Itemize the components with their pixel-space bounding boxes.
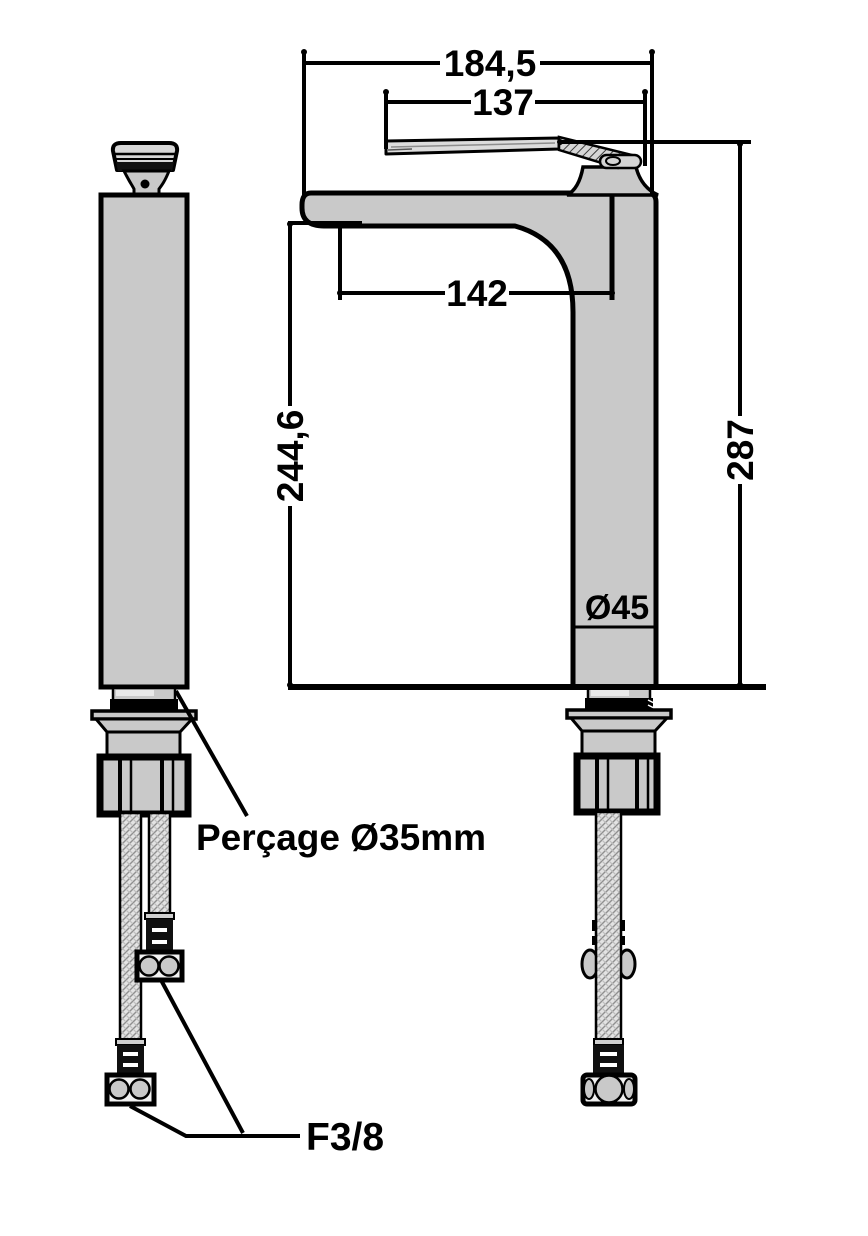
supply-hose-short [147, 811, 172, 920]
lever-tip-detail [387, 148, 413, 151]
dim-label-outlet-height: 244,6 [270, 410, 311, 503]
fitting-leader-line [129, 1104, 300, 1138]
dim-text-bg [471, 84, 535, 120]
side-view [90, 141, 198, 1107]
thread-mark [647, 699, 655, 704]
mounting-nut [96, 753, 192, 818]
dimension-total-height [557, 139, 751, 688]
shank-highlight [116, 690, 154, 696]
dim-text-bg [723, 416, 758, 484]
dim-label-total-height: 287 [720, 419, 761, 481]
dim-text-bg [440, 45, 540, 81]
faucet-body-front [299, 190, 659, 690]
drilling-label: Perçage Ø35mm [196, 817, 486, 858]
annotations: Perçage Ø35mm F3/8 [129, 690, 486, 1159]
lever-highlight [390, 142, 556, 148]
dim-label-total-height-group: 287 [720, 416, 761, 484]
dim-label-outlet-height-group: 244,6 [270, 406, 311, 506]
rear-collar-tab [620, 936, 625, 945]
pivot-pin-detail [605, 156, 621, 166]
hose-fitting-long [104, 1038, 157, 1107]
faucet-body-side [98, 192, 190, 690]
flange-cone [92, 717, 196, 734]
base-neck [105, 730, 182, 759]
handle-cap-base [116, 162, 174, 171]
rear-collar-tab [592, 920, 597, 931]
base-gasket [585, 698, 653, 711]
drilling-leader-line [174, 690, 249, 817]
thread-mark [647, 704, 655, 709]
hose-fitting-short [134, 912, 185, 983]
rear-collar-tab [592, 936, 597, 945]
dim-label-spout-width: 137 [472, 82, 534, 123]
base-gasket [110, 699, 178, 712]
dimensions: 184,5 137 142 244, [270, 43, 766, 690]
shank-highlight [591, 690, 629, 696]
fitting-leader-line [159, 979, 245, 1134]
front-view: Ø45 [299, 135, 673, 1107]
supply-hose-front [594, 810, 623, 1045]
supply-hose-long [118, 811, 143, 1045]
hose-fitting-front [580, 1038, 638, 1107]
rear-collar-tab [620, 920, 625, 931]
dim-label-overall-width: 184,5 [444, 43, 537, 84]
flange-cone [567, 716, 671, 733]
base-neck [580, 729, 657, 758]
fitting-label: F3/8 [306, 1116, 384, 1159]
dim-text-bg [273, 406, 308, 506]
handle-pivot-screw [140, 179, 150, 189]
dim-text-bg [445, 276, 509, 310]
dim-label-spout-reach: 142 [446, 273, 508, 314]
mounting-nut [573, 752, 661, 816]
dim-label-body-diameter: Ø45 [585, 589, 649, 627]
lever-pivot-neck [566, 165, 659, 197]
